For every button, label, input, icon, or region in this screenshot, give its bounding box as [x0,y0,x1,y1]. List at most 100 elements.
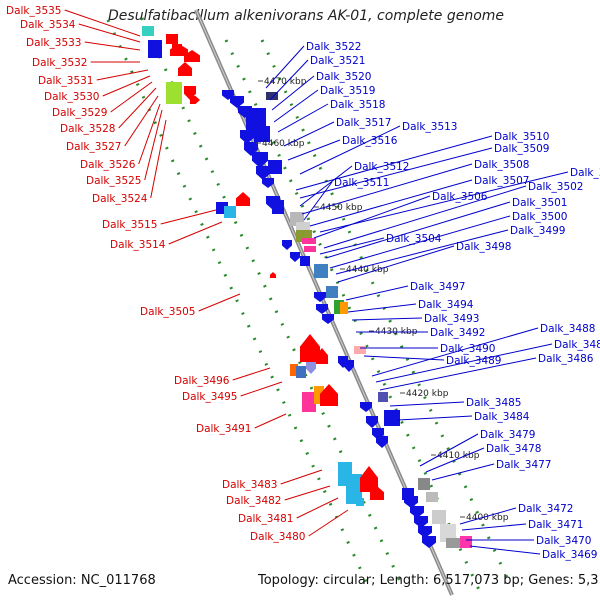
gene-arrow [252,152,268,168]
gene-block-cyan [346,474,362,504]
leader-line-left [284,485,331,501]
leader-line-left [232,367,271,381]
gene-arrow [404,496,418,508]
leader-line-left [64,9,141,37]
leader-line-left [124,95,159,147]
gene-label-right: Dalk_3479 [480,429,536,441]
gene-label-right: Dalk_3509 [494,143,550,155]
gene-label-right: Dalk_3502 [528,181,584,193]
gene-label-right: Dalk_3471 [528,519,584,531]
gene-label-right: Dalk_3501 [512,197,568,209]
gene-label-left: Dalk_3480 [250,531,306,543]
gene-block [460,536,472,548]
leader-line-right [287,139,341,161]
gene-label-right: Dalk_3488 [540,323,596,335]
gene-block [326,286,338,298]
gene-label-left: Dalk_3515 [102,219,158,231]
scale-tick-label: 4420 kbp [406,389,449,399]
gene-label-left: Dalk_3526 [80,159,136,171]
gene-label-left: Dalk_3532 [32,57,88,69]
gene-arrow [256,166,270,180]
gene-arrow [316,304,328,314]
leader-line-left [144,109,163,181]
gene-label-right: Dalk_3520 [316,71,372,83]
gene-block [302,392,316,412]
gene-arrow [422,536,436,548]
gene-arrow [316,348,328,364]
gene-block [290,364,298,376]
leader-line-right [461,523,527,531]
leader-line-right [299,125,401,175]
gene-block-teal [142,26,154,36]
gene-label-right: Dalk_3484 [474,411,530,423]
gene-label-left: Dalk_3491 [196,423,252,435]
gene-label-right: Dalk_3478 [486,443,542,455]
leader-line-right [309,179,473,227]
gene-label-right: Dalk_3498 [456,241,512,253]
gene-arrow [360,402,372,412]
gene-features [142,26,472,548]
gene-arrow [290,252,300,262]
gene-label-left: Dalk_3528 [60,123,116,135]
gene-label-right: Dalk_3499 [510,225,566,237]
gene-block [272,200,284,214]
gene-block [426,492,438,502]
scale-tick-label: 4400 kbp [466,513,509,523]
gene-block [440,524,456,542]
leader-line-left [138,103,161,165]
gene-block [384,410,400,426]
gene-label-left: Dalk_3530 [44,91,100,103]
leader-line-left [78,23,141,43]
gene-arrow [320,384,338,406]
leader-line-right [431,463,495,481]
gene-label-left: Dalk_3525 [86,175,142,187]
leader-line-right [299,165,353,207]
leader-line-left [96,69,149,81]
gene-label-left: Dalk_3481 [238,513,294,525]
leader-line-right [303,181,333,221]
gene-block [268,160,282,174]
leader-line-right [375,343,553,383]
gene-block [302,238,316,244]
leader-line-left [84,41,141,51]
gene-label-right: Dalk_3506 [432,191,488,203]
leader-line-right [345,285,409,301]
gene-block [446,538,460,548]
gene-label-right: Dalk_3486 [538,353,594,365]
gene-label-left: Dalk_3482 [226,495,282,507]
leader-line-right [277,103,329,133]
gene-arrow [370,486,384,500]
leader-line-right [347,303,417,313]
gene-label-right: Dalk_3513 [402,121,458,133]
gene-label-left: Dalk_3535 [6,5,62,17]
gene-label-right: Dalk_3493 [424,313,480,325]
scale-tick-label: 4410 kbp [437,451,480,461]
gene-arrow [322,314,334,324]
leader-line-right [459,507,517,525]
gene-label-right: Dalk_3487 [554,339,600,351]
gene-block [224,206,236,218]
gene-label-right: Dalk_3518 [330,99,386,111]
leader-line-left [254,413,287,429]
gene-label-right: Dalk_3485 [466,397,522,409]
leader-line-right [265,45,305,89]
gene-label-right: Dalk_3472 [518,503,574,515]
leader-line-left [168,221,223,245]
leader-line-right [397,415,473,421]
leader-line-left [102,75,151,97]
gene-arrow [344,360,354,372]
gene-block [418,478,430,490]
leader-line-right [273,89,319,123]
leader-line-left [110,81,153,113]
gene-arrow [360,466,378,492]
gene-label-right: Dalk_3508 [474,159,530,171]
leader-line-right [299,147,493,199]
gene-label-right: Dalk_3511 [334,177,390,189]
gene-label-right: Dalk_3522 [306,41,362,53]
gene-block [296,366,306,378]
gene-label-left: Dalk_3529 [52,107,108,119]
leader-line-right [425,447,485,473]
gene-block [166,34,178,44]
scale-tick-label: 4450 kbp [320,203,363,213]
gene-arrow [414,516,428,528]
